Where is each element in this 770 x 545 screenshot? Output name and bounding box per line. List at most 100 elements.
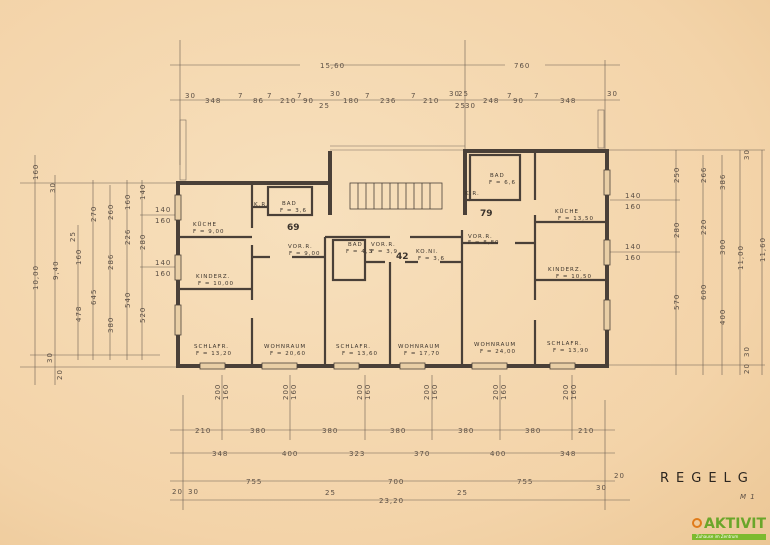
dimension-label: 270	[90, 206, 98, 222]
dimension-label: 380	[322, 427, 338, 435]
dimension-label: 386	[719, 174, 727, 190]
dimension-label: 400	[719, 309, 727, 325]
dimension-label: 400	[490, 450, 506, 458]
dimension-label: 160	[625, 203, 641, 211]
unit-number: 79	[480, 209, 493, 219]
drawing-title: REGELG	[660, 471, 755, 486]
dimension-label: 23,20	[379, 497, 404, 505]
dimension-label: 260	[107, 204, 115, 220]
dimension-label: 30	[49, 182, 57, 193]
aktivit-logo: AKTIVIT Zuhause im Zentrum	[690, 516, 768, 542]
dimension-label: 348	[560, 450, 576, 458]
dimension-label: 348	[212, 450, 228, 458]
room-area: F = 17,70	[404, 351, 440, 357]
room-label: BAD	[282, 201, 297, 207]
dimension-label: 30	[596, 484, 607, 492]
dimension-label: 755	[517, 478, 533, 486]
room-label: WOHNRAUM	[474, 342, 516, 348]
room-label: KÜCHE	[193, 221, 217, 228]
room-area: F = 10,50	[556, 274, 592, 280]
dimension-label: 400	[282, 450, 298, 458]
room-label: WOHNRAUM	[398, 344, 440, 350]
dimension-label: 700	[388, 478, 404, 486]
room-label: VOR.R.	[371, 242, 396, 248]
logo-wordmark: AKTIVIT	[704, 516, 767, 532]
dimension-label: 520	[139, 307, 147, 323]
drawing-scale: M 1	[740, 493, 756, 501]
dimension-label: 370	[414, 450, 430, 458]
room-label: SCHLAFR.	[547, 341, 582, 347]
room-label: VOR.R.	[468, 234, 493, 240]
room-area: F = 13,50	[558, 216, 594, 222]
room-area: F = 3,6	[280, 208, 307, 214]
dimension-label: 160	[431, 384, 439, 400]
dimension-lines	[20, 40, 765, 510]
interior-walls	[180, 153, 605, 365]
dimension-label: 348	[205, 97, 221, 105]
dimension-label: 570	[673, 294, 681, 310]
dimension-label: 30	[330, 90, 341, 98]
dimension-label: 7	[507, 92, 512, 100]
room-area: F = 3,6	[418, 256, 445, 262]
dimension-label: 380	[107, 317, 115, 333]
dimension-label: 30	[449, 90, 460, 98]
room-area: F = 13,60	[342, 351, 378, 357]
dimension-label: 86	[253, 97, 264, 105]
dimension-label: 248	[483, 97, 499, 105]
room-area: F = 3,9	[371, 249, 398, 255]
room-label: KINDERZ.	[196, 274, 230, 280]
dimension-label: 90	[513, 97, 524, 105]
dimension-label: 200	[423, 384, 431, 400]
dimension-label: 540	[124, 292, 132, 308]
dimension-label: 348	[560, 97, 576, 105]
dimension-label: 160	[155, 217, 171, 225]
dimension-label: 20	[743, 363, 751, 374]
dimension-label: 7	[365, 92, 370, 100]
dimension-label: 7	[238, 92, 243, 100]
windows	[174, 169, 611, 370]
dimension-label: 7	[267, 92, 272, 100]
dimension-label: 9,40	[52, 260, 60, 280]
dimension-label: 140	[155, 206, 171, 214]
room-label: SCHLAFR.	[194, 344, 229, 350]
dimension-label: 300	[719, 239, 727, 255]
staircase	[349, 182, 443, 210]
dimension-label: 160	[500, 384, 508, 400]
dimension-label: 380	[525, 427, 541, 435]
dimension-label: 160	[32, 164, 40, 180]
room-label: K.R.	[465, 191, 480, 197]
dimension-label: 160	[222, 384, 230, 400]
room-label: KO.NI.	[416, 249, 439, 255]
dimension-label: 280	[673, 222, 681, 238]
dimension-label: 7	[297, 92, 302, 100]
dimension-label: 180	[343, 97, 359, 105]
dimension-label: 30	[607, 90, 618, 98]
room-area: F = 4,3	[346, 249, 373, 255]
left-dimensions: 10,00 9,40 160 30 478 160 25 645 270 380…	[32, 164, 171, 380]
room-area: F = 9,00	[289, 251, 321, 257]
room-label: BAD	[490, 173, 505, 179]
dimension-label: 210	[280, 97, 296, 105]
dimension-label: 11,60	[759, 237, 767, 262]
dimension-label: 7	[534, 92, 539, 100]
dimension-label: 220	[700, 219, 708, 235]
dimension-label: 30	[743, 149, 751, 160]
room-area: F = 9,00	[193, 229, 225, 235]
unit-number: 69	[287, 223, 300, 233]
dimension-label: 11,00	[737, 245, 745, 270]
dimension-label: 30	[465, 102, 476, 110]
dimension-label: 160	[570, 384, 578, 400]
dimension-label: 140	[625, 243, 641, 251]
dimension-label: 250	[673, 167, 681, 183]
dimension-label: 160	[75, 249, 83, 265]
room-label: VOR.R.	[288, 244, 313, 250]
dimension-label: 25	[69, 231, 77, 242]
room-area: F = 13,20	[196, 351, 232, 357]
right-dimensions: 250 280 570 266 220 600 386 300 400 11,0…	[625, 149, 767, 374]
room-label: KINDERZ.	[548, 267, 582, 273]
dimension-label: 20	[614, 472, 625, 480]
dimension-label: 20	[56, 369, 64, 380]
room-label: K.R.	[254, 202, 269, 208]
dimension-label: 7	[411, 92, 416, 100]
